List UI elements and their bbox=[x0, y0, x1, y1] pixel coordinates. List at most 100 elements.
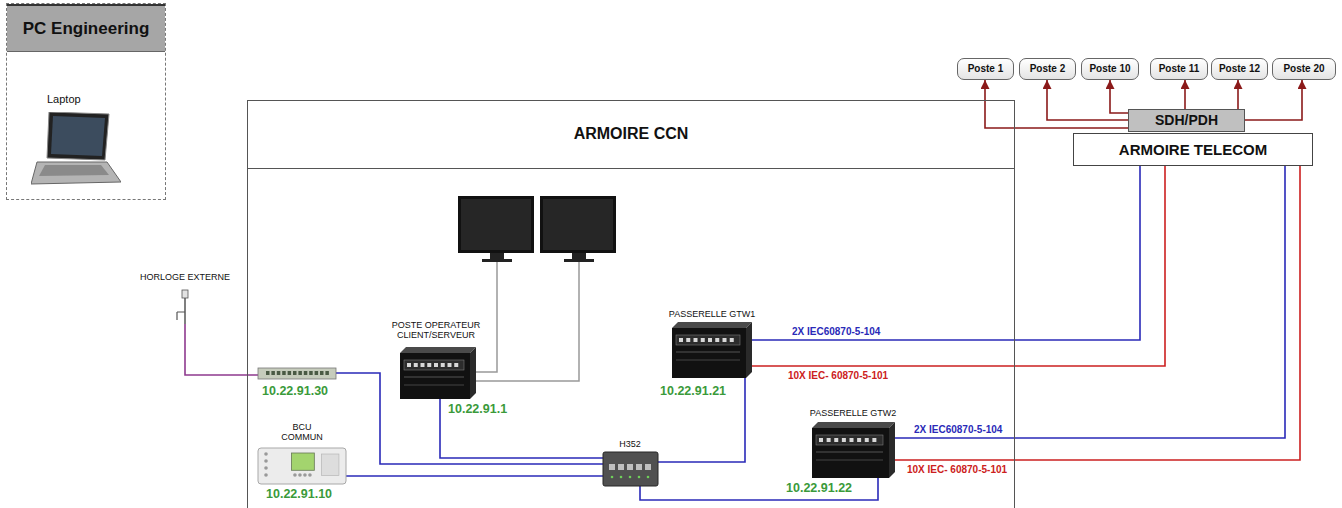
bcu-key bbox=[308, 473, 312, 477]
bcu-led bbox=[264, 466, 268, 470]
monitor-stand bbox=[490, 253, 504, 259]
server-bay bbox=[834, 438, 838, 442]
monitor-base bbox=[564, 259, 594, 262]
cabinet-box: ARMOIRE TELECOM bbox=[1073, 133, 1313, 166]
server-side bbox=[889, 422, 895, 478]
server-seam bbox=[816, 452, 883, 453]
server-bay bbox=[427, 363, 431, 367]
substation-box: Poste 20 bbox=[1272, 58, 1336, 80]
server-panel bbox=[816, 435, 883, 445]
antenna-bracket bbox=[177, 312, 185, 320]
box-label: Poste 10 bbox=[1089, 63, 1130, 75]
gateway-device: PASSERELLE GTW110.22.91.21 bbox=[672, 322, 752, 378]
connector bbox=[1110, 80, 1128, 113]
server-seam bbox=[676, 352, 740, 353]
monitor-base bbox=[482, 259, 512, 262]
server-bay bbox=[434, 363, 438, 367]
connector bbox=[752, 166, 1140, 340]
server-bay bbox=[819, 438, 823, 442]
laptop-icon bbox=[31, 112, 121, 188]
server-bay bbox=[454, 363, 458, 367]
server-front bbox=[672, 328, 746, 378]
server-bay bbox=[686, 338, 690, 342]
h352-icon bbox=[603, 452, 658, 486]
multiplexer-box: SDH/PDH bbox=[1128, 109, 1245, 132]
server-bay bbox=[694, 338, 698, 342]
video-cable bbox=[476, 262, 579, 381]
server-bay bbox=[715, 338, 719, 342]
box-label: Poste 1 bbox=[968, 63, 1004, 75]
antenna-head bbox=[182, 290, 188, 298]
h352-led bbox=[647, 476, 650, 479]
server-device: POSTE OPERATEUR CLIENT/SERVEUR10.22.91.1 bbox=[400, 347, 476, 399]
server-front bbox=[400, 353, 470, 399]
server-seam bbox=[816, 460, 883, 461]
bcu-key bbox=[303, 473, 307, 477]
server-seam bbox=[676, 360, 740, 361]
server-bay bbox=[723, 338, 727, 342]
bcu-body bbox=[258, 448, 346, 484]
monitor-pair bbox=[458, 196, 616, 262]
clock-antenna: HORLOGE EXTERNE bbox=[174, 290, 196, 324]
server-bay bbox=[441, 363, 445, 367]
switch-port bbox=[315, 371, 319, 375]
bcu-led bbox=[264, 459, 268, 463]
protocol-label: 10X IEC- 60870-5-101 bbox=[905, 464, 1009, 476]
switch-body bbox=[258, 368, 336, 379]
protocol-label: 2X IEC60870-5-104 bbox=[912, 424, 1004, 436]
server-bay bbox=[865, 438, 869, 442]
bcu-led bbox=[264, 452, 268, 456]
ip-address: 10.22.91.30 bbox=[262, 384, 328, 398]
connector bbox=[895, 166, 1285, 438]
ip-address: 10.22.91.1 bbox=[448, 402, 507, 416]
server-bay bbox=[407, 363, 411, 367]
h352-led bbox=[611, 476, 614, 479]
server-bay bbox=[850, 438, 854, 442]
ip-address: 10.22.91.21 bbox=[660, 384, 726, 398]
bay-controller: BCU COMMUN10.22.91.10 bbox=[258, 448, 346, 484]
switch-port bbox=[325, 371, 329, 375]
video-cable bbox=[476, 262, 497, 372]
server-seam bbox=[404, 385, 464, 386]
connector bbox=[640, 478, 878, 500]
server-top bbox=[672, 322, 752, 328]
box-label: Poste 20 bbox=[1283, 63, 1324, 75]
header-band: ARMOIRE CCN bbox=[248, 101, 1014, 169]
box-label: Poste 11 bbox=[1159, 63, 1200, 75]
laptop-base bbox=[31, 162, 121, 184]
antenna-icon bbox=[174, 290, 196, 324]
bcu-key bbox=[293, 473, 297, 477]
device-label: Laptop bbox=[47, 93, 81, 106]
station-title: PC Engineering bbox=[23, 19, 150, 39]
ip-address: 10.22.91.10 bbox=[266, 487, 332, 501]
bcu-screen bbox=[291, 453, 314, 470]
device-label: BCU COMMUN bbox=[277, 422, 327, 443]
switch-port bbox=[309, 371, 313, 375]
connector bbox=[985, 80, 1128, 128]
box-label: ARMOIRE TELECOM bbox=[1119, 141, 1267, 158]
connector-group bbox=[185, 80, 1302, 500]
switch-port bbox=[277, 371, 281, 375]
laptop-screen bbox=[51, 116, 105, 156]
h352-body bbox=[603, 452, 658, 486]
switch-port bbox=[282, 371, 286, 375]
protocol-label: 2X IEC60870-5-104 bbox=[790, 326, 882, 338]
server-panel bbox=[676, 335, 740, 345]
gateway-device: PASSERELLE GTW210.22.91.22 bbox=[812, 422, 895, 478]
server-bay bbox=[679, 338, 683, 342]
server-bay bbox=[872, 438, 876, 442]
device-label: HORLOGE EXTERNE bbox=[140, 272, 230, 282]
server-bay bbox=[708, 338, 712, 342]
box-label: Poste 2 bbox=[1030, 63, 1066, 75]
ip-address: 10.22.91.22 bbox=[786, 481, 852, 495]
substation-box: Poste 1 bbox=[957, 58, 1014, 80]
header-band: PC Engineering bbox=[7, 4, 165, 52]
h352-port bbox=[636, 464, 642, 470]
box-label: SDH/PDH bbox=[1155, 112, 1218, 128]
server-bay bbox=[842, 438, 846, 442]
monitor-frame bbox=[540, 196, 616, 253]
h352-led bbox=[620, 476, 623, 479]
server-bay bbox=[730, 338, 734, 342]
